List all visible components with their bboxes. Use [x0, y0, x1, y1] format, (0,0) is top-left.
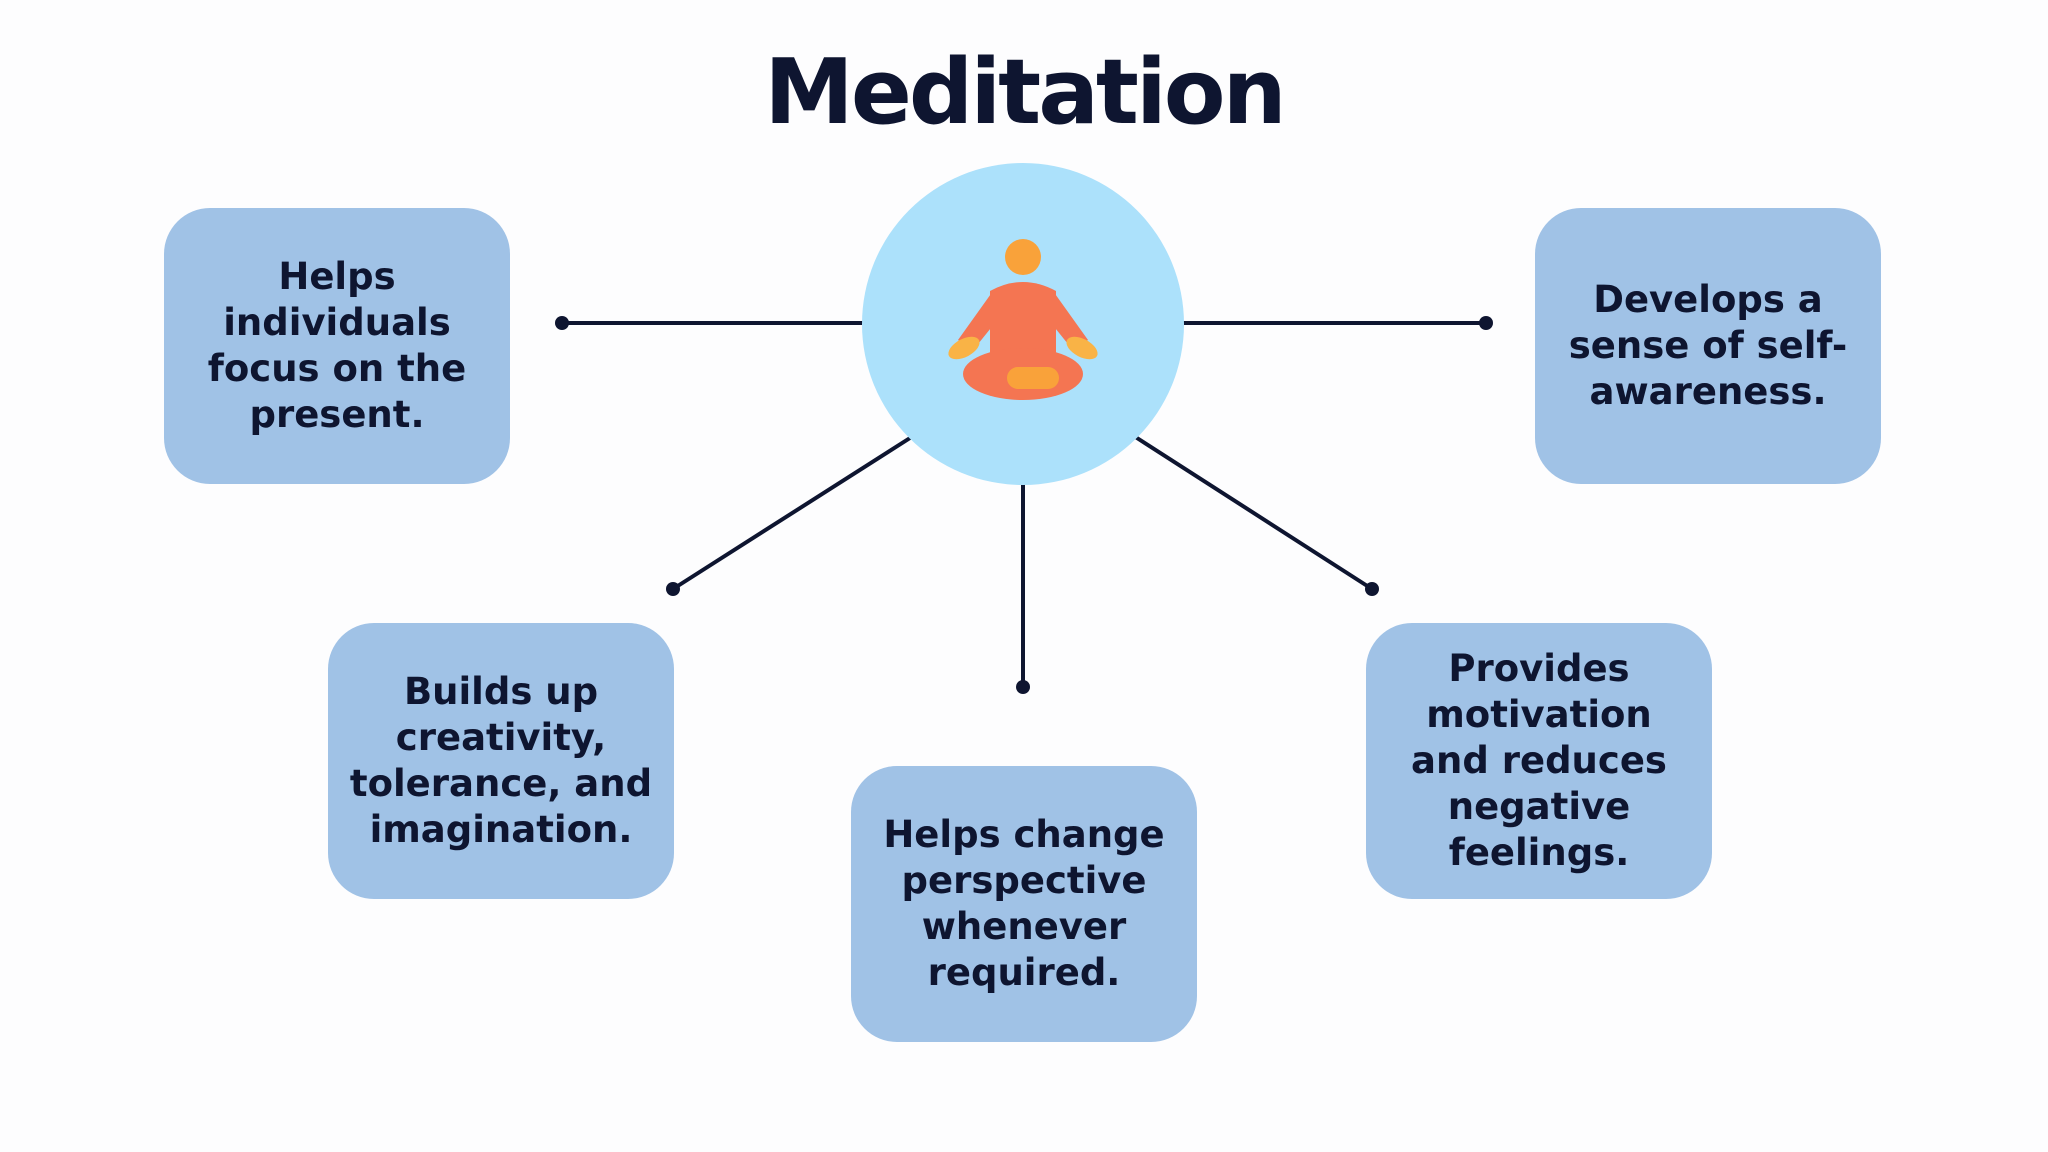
connector-dot-motivation [1365, 582, 1379, 596]
connector-dot-creativity [666, 582, 680, 596]
meditation-hub-circle [862, 163, 1184, 485]
connector-creativity [671, 436, 912, 591]
benefit-text-awareness: Develops a sense of self-awareness. [1568, 278, 1848, 413]
connector-dot-focus [555, 316, 569, 330]
benefit-box-focus: Helps individuals focus on the present. [164, 208, 510, 484]
benefit-text-perspective: Helps change perspective whenever requir… [883, 813, 1165, 994]
benefit-text-motivation: Provides motivation and reduces negative… [1411, 647, 1667, 874]
benefit-box-awareness: Develops a sense of self-awareness. [1535, 208, 1881, 484]
connector-dot-awareness [1479, 316, 1493, 330]
connector-dot-perspective [1016, 680, 1030, 694]
benefit-box-perspective: Helps change perspective whenever requir… [851, 766, 1197, 1042]
page-title: Meditation [764, 40, 1286, 145]
meditation-figure-icon [948, 239, 1098, 400]
connector-motivation [1135, 436, 1374, 591]
benefit-text-focus: Helps individuals focus on the present. [207, 255, 467, 436]
benefit-box-motivation: Provides motivation and reduces negative… [1366, 623, 1712, 899]
benefit-box-creativity: Builds up creativity, tolerance, and ima… [328, 623, 674, 899]
benefit-text-creativity: Builds up creativity, tolerance, and ima… [349, 670, 653, 851]
